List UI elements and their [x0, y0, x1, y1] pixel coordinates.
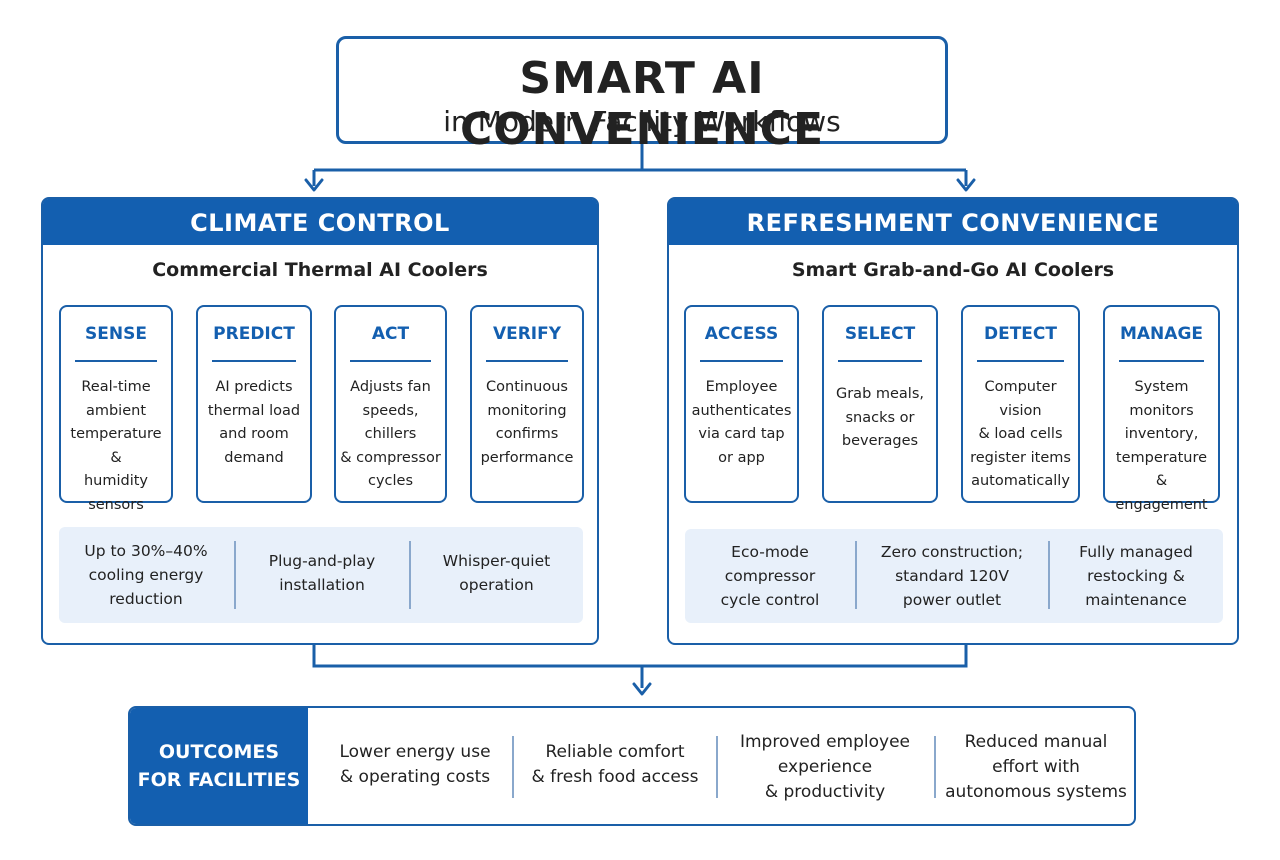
divider [1119, 360, 1204, 362]
outcome-item: Reliable comfort& fresh food access [531, 742, 699, 787]
climate-control-header: CLIMATE CONTROL [43, 199, 597, 245]
step-title: SELECT [844, 324, 916, 344]
divider [977, 360, 1064, 362]
divider [855, 541, 857, 609]
arrow-down-icon [632, 682, 652, 696]
step-title: ACCESS [704, 324, 779, 344]
divider [512, 736, 514, 798]
step-title: VERIFY [492, 324, 562, 344]
arrow-down-icon [304, 178, 324, 192]
divider [75, 360, 157, 362]
title-box: SMART AI CONVENIENCE in Modern Facility … [336, 36, 948, 155]
climate-control-panel: CLIMATE CONTROL Commercial Thermal AI Co… [41, 197, 599, 645]
step-title: MANAGE [1119, 324, 1204, 344]
divider [234, 541, 236, 609]
divider [838, 360, 922, 362]
divider [700, 360, 783, 362]
divider [486, 360, 568, 362]
arrow-down-icon [956, 178, 976, 192]
page-subtitle: in Modern Facility Workflows [443, 105, 841, 138]
refreshment-convenience-panel: REFRESHMENT CONVENIENCE Smart Grab-and-G… [667, 197, 1239, 645]
step-title: ACT [371, 324, 410, 344]
page-title: SMART AI CONVENIENCE [459, 53, 825, 155]
divider [934, 736, 936, 798]
step-title: SENSE [85, 324, 147, 344]
divider [716, 736, 718, 798]
step-title: PREDICT [213, 324, 295, 344]
step-title: DETECT [983, 324, 1057, 344]
divider [409, 541, 411, 609]
divider [212, 360, 296, 362]
outcome-item: Lower energy use& operating costs [339, 742, 491, 787]
divider [1048, 541, 1050, 609]
refreshment-convenience-subtitle: Smart Grab-and-Go AI Coolers [791, 259, 1115, 281]
divider [350, 360, 431, 362]
climate-control-subtitle: Commercial Thermal AI Coolers [152, 259, 488, 281]
refreshment-convenience-header: REFRESHMENT CONVENIENCE [669, 199, 1237, 245]
